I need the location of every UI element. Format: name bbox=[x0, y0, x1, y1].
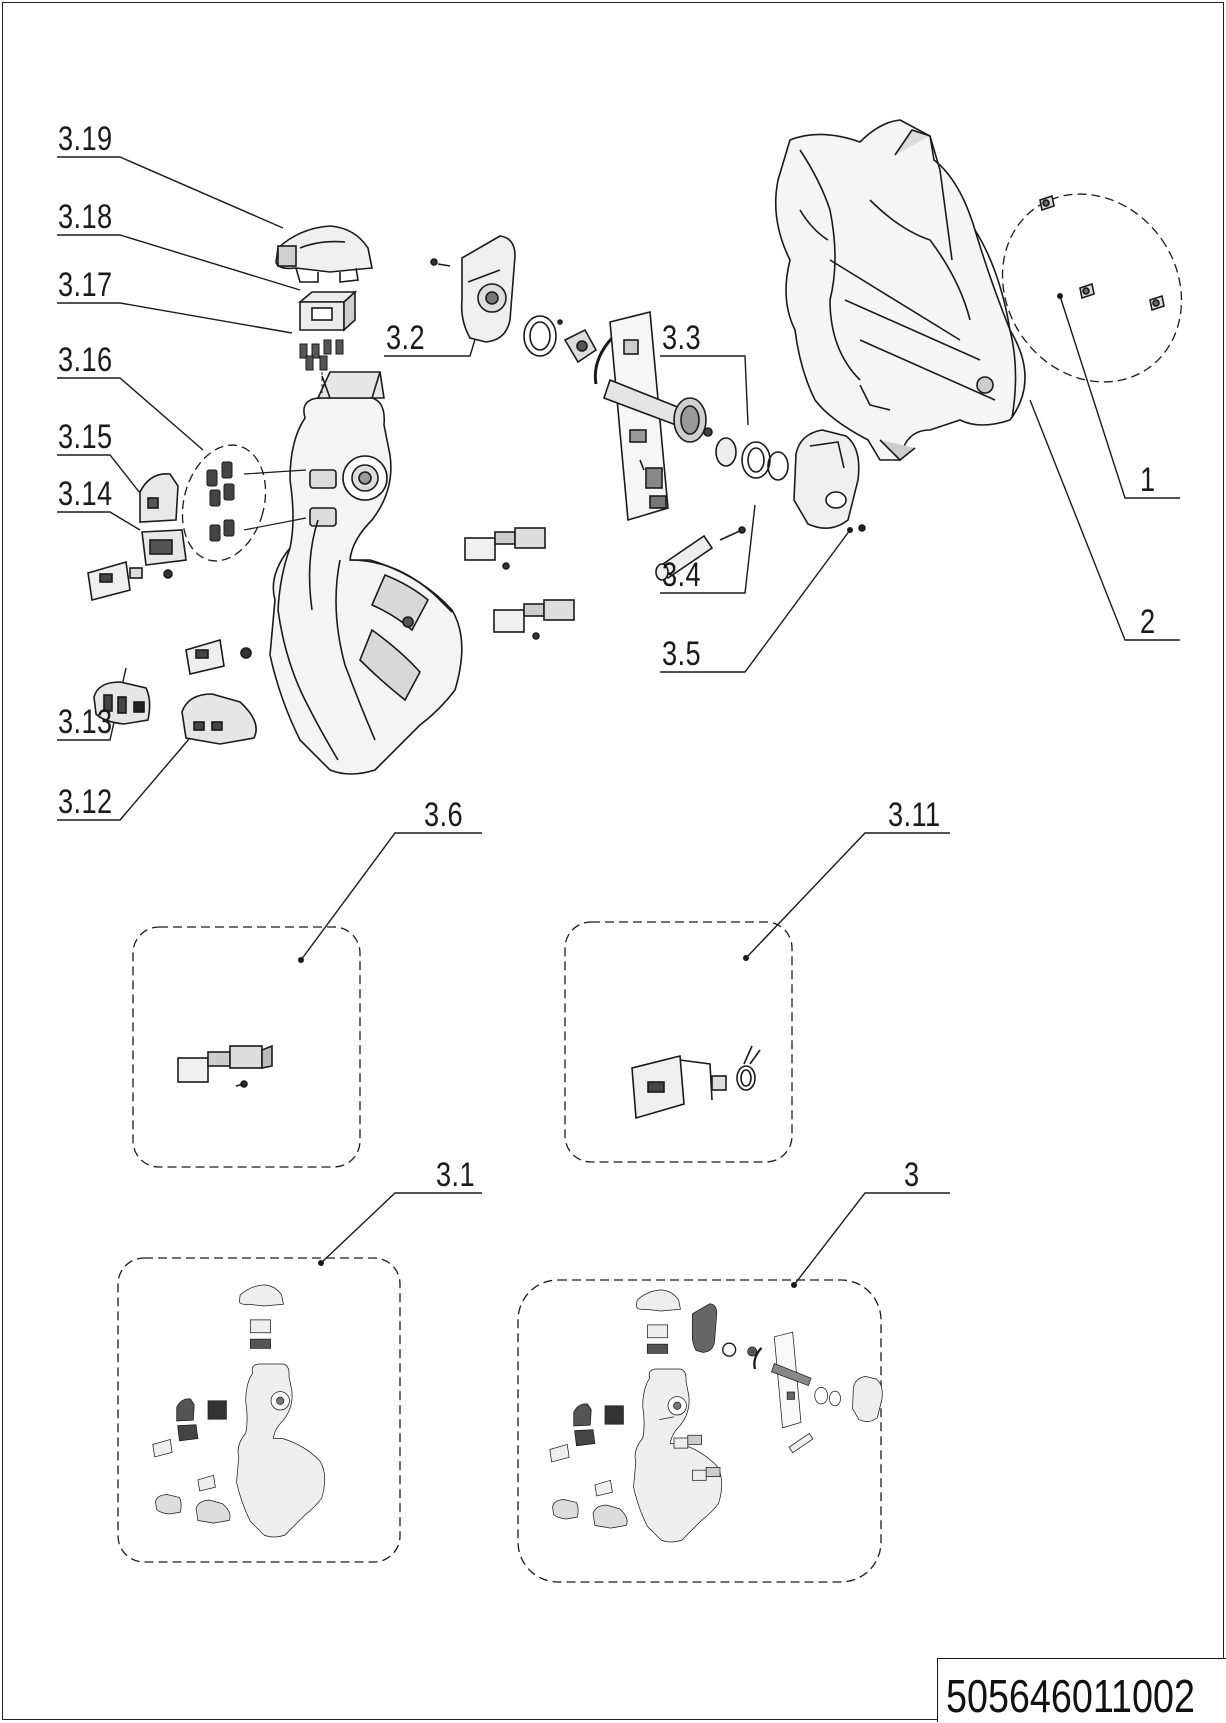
callout-3-14: 3.14 bbox=[58, 475, 113, 513]
callout-3-2: 3.2 bbox=[386, 319, 426, 357]
callout-3-6: 3.6 bbox=[424, 796, 464, 834]
group-3-11-parts bbox=[631, 1045, 761, 1120]
callout-3-5: 3.5 bbox=[662, 635, 702, 673]
connector-upper bbox=[464, 527, 546, 570]
callout-2: 2 bbox=[1140, 603, 1156, 641]
callout-3-19: 3.19 bbox=[58, 120, 113, 158]
main-body-housing bbox=[774, 119, 1026, 462]
bearing-rings bbox=[715, 437, 789, 481]
trigger-upper bbox=[139, 473, 179, 523]
callout-3-13: 3.13 bbox=[58, 703, 113, 741]
switch-plate-right bbox=[185, 638, 252, 675]
callout-3-17: 3.17 bbox=[58, 266, 113, 304]
callout-3-11: 3.11 bbox=[888, 796, 941, 834]
top-cap bbox=[275, 225, 373, 283]
gear-cover bbox=[793, 429, 866, 532]
motor-plate bbox=[430, 235, 516, 343]
part-number-box: 505646011002 bbox=[937, 1658, 1226, 1722]
switch-plate-left bbox=[87, 560, 143, 602]
shaft-parts bbox=[523, 315, 614, 385]
springs-3-16 bbox=[206, 461, 235, 542]
callout-1: 1 bbox=[1140, 461, 1156, 499]
callout-3-18: 3.18 bbox=[58, 198, 113, 236]
connector-lower bbox=[493, 599, 575, 640]
callout-3-4: 3.4 bbox=[662, 556, 702, 594]
callout-3-12: 3.12 bbox=[58, 783, 113, 821]
part-number: 505646011002 bbox=[946, 1670, 1195, 1722]
circuit-board bbox=[609, 310, 669, 522]
housing-screws bbox=[1039, 194, 1165, 312]
handle-housing bbox=[269, 371, 463, 775]
switch-block bbox=[297, 290, 358, 332]
trigger-lower bbox=[141, 529, 187, 579]
group-3-6-parts bbox=[177, 1044, 273, 1088]
callout-3: 3 bbox=[904, 1156, 920, 1194]
armature bbox=[602, 378, 713, 443]
callout-3-16: 3.16 bbox=[58, 341, 113, 379]
shaft-pin bbox=[655, 526, 746, 581]
callout-3-15: 3.15 bbox=[58, 418, 113, 456]
springs-3-17 bbox=[299, 339, 344, 371]
callout-3-1: 3.1 bbox=[436, 1156, 476, 1194]
group-3-parts bbox=[549, 1289, 883, 1543]
button-3-13 bbox=[93, 681, 151, 725]
callout-3-3: 3.3 bbox=[662, 319, 702, 357]
group-3-1-parts bbox=[152, 1284, 326, 1538]
group-outlines bbox=[117, 193, 1183, 1583]
button-3-12 bbox=[181, 693, 257, 745]
